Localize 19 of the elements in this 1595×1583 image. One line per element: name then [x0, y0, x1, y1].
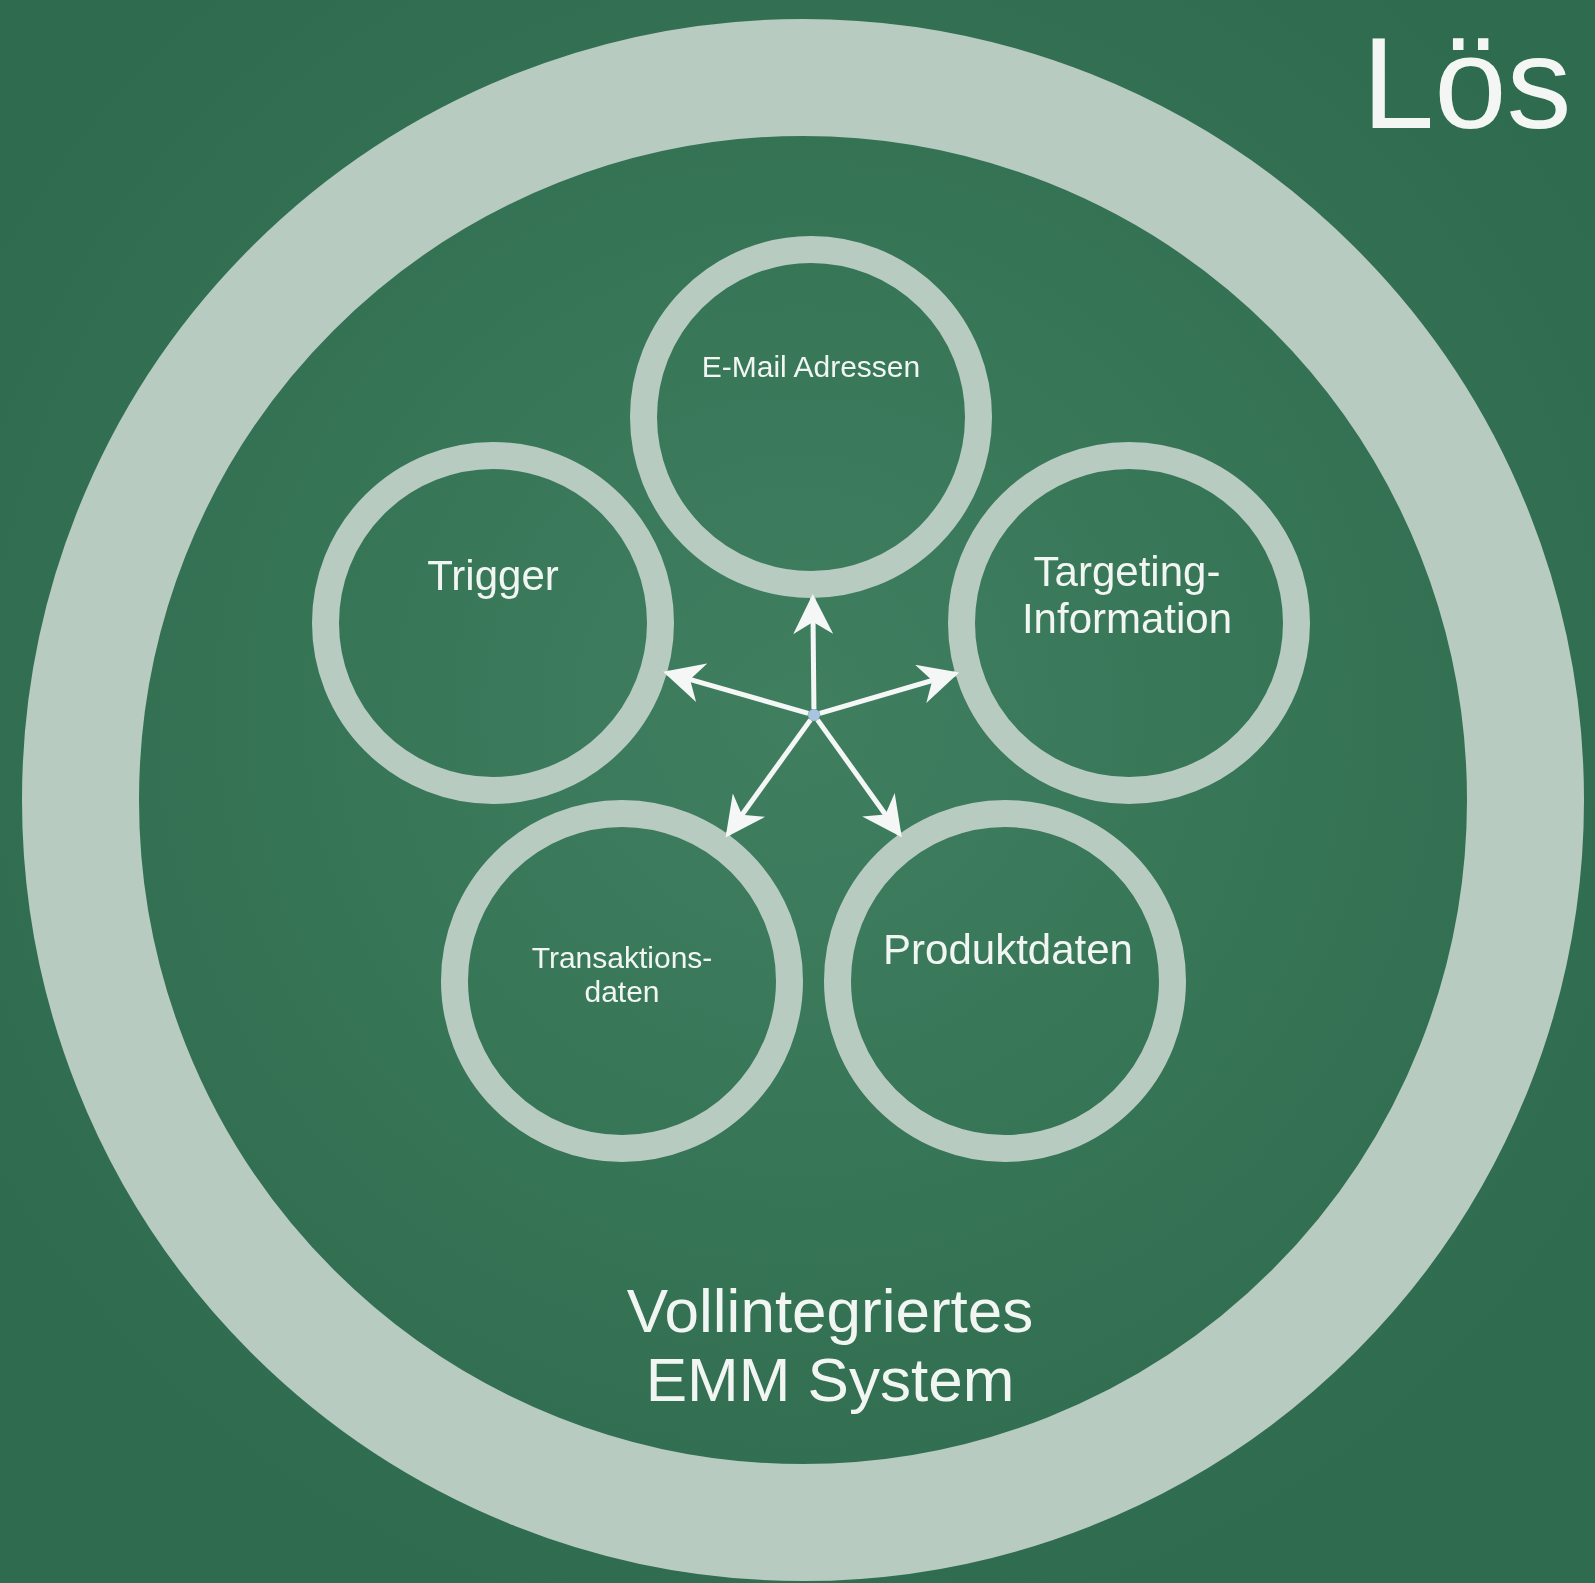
- arrow: [793, 594, 834, 710]
- arrow: [815, 718, 902, 838]
- arrow: [663, 663, 809, 716]
- circle-ring: [441, 800, 803, 1162]
- center-dot: [808, 709, 820, 721]
- circle-label: Produktdaten: [882, 926, 1134, 974]
- circle-ring: [312, 442, 674, 804]
- arrow: [725, 718, 813, 838]
- circle-ring: [948, 442, 1310, 804]
- circle-label: Transaktions- daten: [530, 941, 714, 1009]
- circle-label: Targeting- Information: [1020, 547, 1234, 643]
- outer-ring: [22, 19, 1584, 1581]
- circle-ring: [630, 236, 992, 598]
- circle-label: E-Mail Adressen: [700, 350, 922, 384]
- system-title: Vollintegriertes EMM System: [625, 1275, 1035, 1415]
- heading-text: Lös: [1362, 18, 1572, 148]
- circle-label: Trigger: [426, 552, 560, 600]
- arrow: [819, 664, 960, 716]
- circle-ring: [824, 800, 1186, 1162]
